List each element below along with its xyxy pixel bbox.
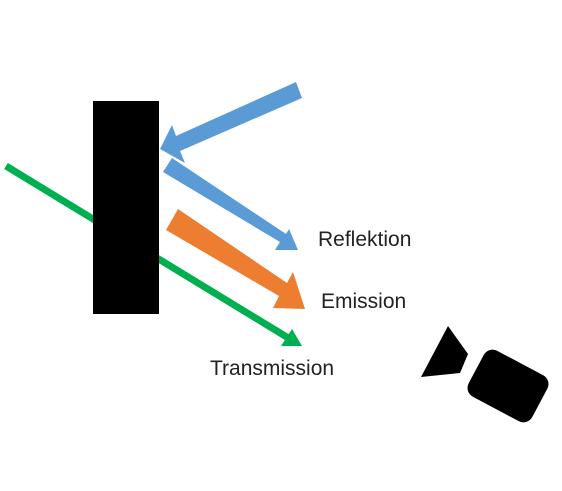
reflection-arrow (163, 158, 298, 250)
object-block (93, 101, 159, 314)
camera-lens (421, 326, 468, 377)
transmission-arrowhead (281, 329, 302, 346)
transmission-label: Transmission (210, 357, 334, 380)
emission-arrow (166, 209, 305, 309)
camera-body (467, 349, 549, 423)
incoming-radiation-arrow (160, 82, 302, 163)
reflection-label: Reflektion (318, 228, 411, 251)
video-camera-icon (421, 326, 549, 423)
emission-label: Emission (321, 290, 406, 313)
